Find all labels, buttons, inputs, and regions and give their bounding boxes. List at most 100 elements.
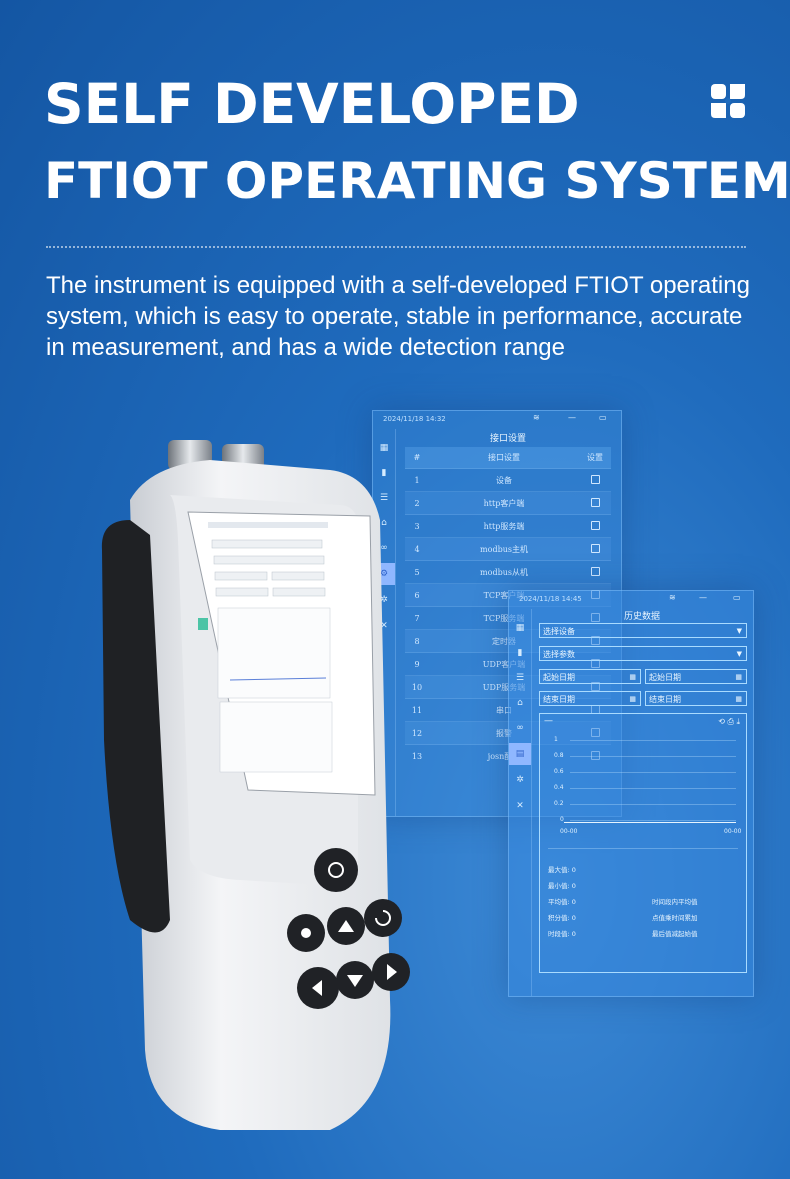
battery-icon: ▭ bbox=[599, 413, 607, 422]
calendar-icon: ▦ bbox=[629, 695, 636, 703]
list-icon[interactable]: ☰ bbox=[379, 493, 389, 503]
description-text: The instrument is equipped with a self-d… bbox=[46, 272, 750, 361]
panel-title: 历史数据 bbox=[623, 612, 660, 622]
minimize-icon[interactable]: — bbox=[699, 593, 707, 602]
edit-icon[interactable] bbox=[579, 491, 611, 515]
device-screen[interactable] bbox=[187, 511, 376, 796]
y-tick-label: 0.2 bbox=[554, 800, 564, 807]
x-tick-label: 00-00 bbox=[560, 828, 578, 835]
start-date-field-2[interactable]: 起始日期 ▦ bbox=[645, 669, 747, 684]
power-button bbox=[314, 848, 358, 892]
status-bar: 2024/11/18 14:32 ≋ — ▭ bbox=[383, 413, 611, 427]
row-number: 5 bbox=[405, 560, 429, 584]
column-header: # bbox=[405, 447, 429, 469]
row-number: 10 bbox=[405, 675, 429, 699]
bar-chart-icon[interactable]: ▮ bbox=[381, 468, 387, 478]
stat-min: 最小值: 0 bbox=[548, 882, 576, 890]
status-time: 2024/11/18 14:32 bbox=[383, 415, 446, 423]
y-tick-label: 0.4 bbox=[554, 784, 564, 791]
grid-line bbox=[570, 740, 736, 741]
calendar-icon: ▦ bbox=[629, 673, 636, 681]
history-data-icon[interactable]: ▤ bbox=[509, 743, 531, 765]
select-device-label: 选择设备 bbox=[543, 627, 575, 636]
tools-icon[interactable]: ✕ bbox=[516, 801, 524, 811]
grid-line bbox=[570, 772, 736, 773]
dashboard-icon[interactable]: ▦ bbox=[515, 623, 525, 633]
row-name: modbus主机 bbox=[429, 537, 579, 561]
link-icon[interactable]: ∞ bbox=[380, 543, 388, 553]
end-date-field-2[interactable]: 结束日期 ▦ bbox=[645, 691, 747, 706]
column-header: 设置 bbox=[579, 447, 611, 469]
row-name: http客户端 bbox=[429, 491, 579, 515]
stat-time-value: 时段值: 0 bbox=[548, 930, 576, 938]
y-tick-label: 0.6 bbox=[554, 768, 564, 775]
dashboard-icon[interactable]: ▦ bbox=[379, 443, 389, 453]
battery-icon: ▭ bbox=[733, 593, 741, 602]
wifi-icon: ≋ bbox=[669, 593, 676, 602]
stat-max: 最大值: 0 bbox=[548, 866, 576, 874]
edit-icon[interactable] bbox=[579, 468, 611, 492]
stat-avg: 平均值: 0 bbox=[548, 898, 576, 906]
row-number: 2 bbox=[405, 491, 429, 515]
start-date-label: 起始日期 bbox=[649, 673, 681, 682]
stat-note-1: 时间段内平均值 bbox=[652, 898, 698, 906]
row-name: modbus从机 bbox=[429, 560, 579, 584]
y-tick-label: 0.8 bbox=[554, 752, 564, 759]
headline-line-1: SELF DEVELOPED bbox=[44, 72, 580, 136]
edit-icon[interactable] bbox=[579, 514, 611, 538]
row-number: 8 bbox=[405, 629, 429, 653]
x-tick-label: 00-00 bbox=[724, 828, 742, 835]
status-bar: 2024/11/18 14:45 ≋ — ▭ bbox=[519, 593, 743, 607]
tools-icon[interactable]: ✕ bbox=[380, 621, 388, 631]
handheld-device bbox=[101, 440, 410, 1130]
start-date-label: 起始日期 bbox=[543, 673, 575, 682]
chevron-down-icon: ▼ bbox=[736, 627, 742, 635]
gear-icon[interactable]: ✲ bbox=[516, 775, 524, 785]
history-data-panel: 2024/11/18 14:45 ≋ — ▭ ▦ ▮ ☰ ⌂ ∞ ▤ ✲ ✕ 历… bbox=[508, 590, 754, 997]
edit-icon[interactable] bbox=[579, 537, 611, 561]
network-icon[interactable]: ⌂ bbox=[517, 698, 523, 708]
stat-note-2: 点值乘时间累加 bbox=[652, 914, 698, 922]
y-tick-label: 1 bbox=[554, 736, 558, 743]
list-icon[interactable]: ☰ bbox=[515, 673, 525, 683]
row-number: 3 bbox=[405, 514, 429, 538]
link-icon[interactable]: ∞ bbox=[516, 723, 524, 733]
chart-toolbar-label: — bbox=[544, 716, 553, 726]
gear-icon[interactable]: ✲ bbox=[380, 595, 388, 605]
minimize-icon[interactable]: — bbox=[568, 413, 576, 422]
row-number: 12 bbox=[405, 721, 429, 745]
x-axis-line bbox=[564, 822, 736, 823]
row-number: 7 bbox=[405, 606, 429, 630]
y-tick-label: 0 bbox=[560, 816, 564, 823]
network-icon[interactable]: ⌂ bbox=[381, 518, 387, 528]
brand-logo-icon bbox=[711, 84, 745, 118]
row-name: http服务端 bbox=[429, 514, 579, 538]
chart-tools-icon[interactable]: ⟲ ⎙ ⤓ bbox=[718, 717, 740, 726]
row-number: 4 bbox=[405, 537, 429, 561]
refresh-button bbox=[364, 899, 402, 937]
status-time: 2024/11/18 14:45 bbox=[519, 595, 582, 603]
bar-chart-icon[interactable]: ▮ bbox=[517, 648, 523, 658]
panel-title: 接口设置 bbox=[489, 434, 526, 444]
grid-line bbox=[570, 820, 736, 821]
end-date-label: 结束日期 bbox=[543, 695, 575, 704]
sidebar: ▦ ▮ ☰ ⌂ ∞ ▤ ✲ ✕ bbox=[509, 609, 532, 996]
row-number: 6 bbox=[405, 583, 429, 607]
select-device-dropdown[interactable]: 选择设备 ▼ bbox=[539, 623, 747, 638]
select-param-label: 选择参数 bbox=[543, 650, 575, 659]
start-date-field[interactable]: 起始日期 ▦ bbox=[539, 669, 641, 684]
calendar-icon: ▦ bbox=[735, 695, 742, 703]
end-date-field[interactable]: 结束日期 ▦ bbox=[539, 691, 641, 706]
column-header: 接口设置 bbox=[429, 447, 579, 469]
rubber-grip bbox=[101, 520, 170, 933]
edit-icon[interactable] bbox=[579, 560, 611, 584]
select-param-dropdown[interactable]: 选择参数 ▼ bbox=[539, 646, 747, 661]
stats-divider bbox=[548, 848, 738, 849]
row-number: 11 bbox=[405, 698, 429, 722]
